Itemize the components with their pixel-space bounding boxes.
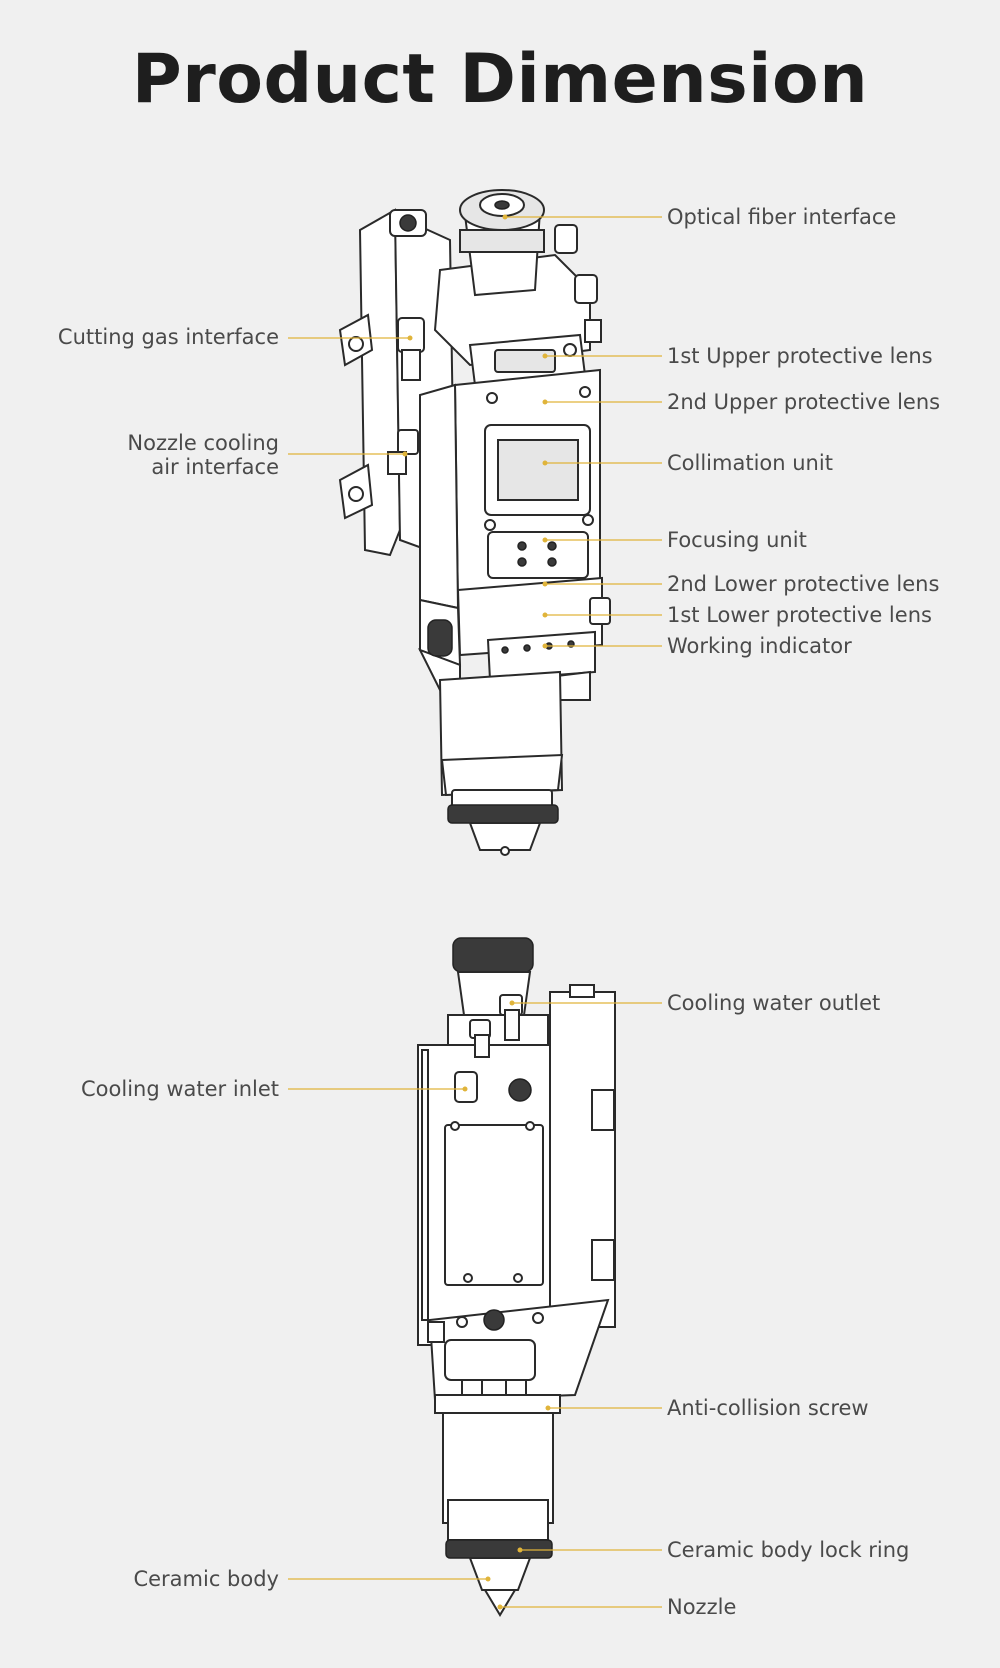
- callout-lines: [288, 214, 662, 1610]
- label-nozzle: Nozzle: [667, 1595, 737, 1619]
- label-anti-collision-screw: Anti-collision screw: [667, 1396, 869, 1420]
- page-title: Product Dimension: [131, 40, 869, 119]
- label-1st-upper-protective-lens: 1st Upper protective lens: [667, 344, 933, 368]
- label-2nd-lower-protective-lens: 2nd Lower protective lens: [667, 572, 940, 596]
- label-cooling-water-inlet: Cooling water inlet: [81, 1077, 279, 1101]
- label-optical-fiber-interface: Optical fiber interface: [667, 205, 897, 229]
- label-cutting-gas-interface: Cutting gas interface: [57, 325, 279, 349]
- label-nozzle-cooling-line2: air interface: [151, 455, 279, 479]
- label-1st-lower-protective-lens: 1st Lower protective lens: [667, 603, 932, 627]
- label-working-indicator: Working indicator: [667, 634, 852, 658]
- label-focusing-unit: Focusing unit: [667, 528, 807, 552]
- label-nozzle-cooling-line1: Nozzle cooling: [127, 431, 279, 455]
- label-2nd-upper-protective-lens: 2nd Upper protective lens: [667, 390, 941, 414]
- cutting-head-side-view: [417, 937, 616, 1617]
- label-collimation-unit: Collimation unit: [667, 451, 833, 475]
- label-ceramic-body-lock-ring: Ceramic body lock ring: [667, 1538, 910, 1562]
- label-cooling-water-outlet: Cooling water outlet: [667, 991, 881, 1015]
- label-ceramic-body: Ceramic body: [133, 1567, 279, 1591]
- cutting-head-top-view: [338, 189, 611, 856]
